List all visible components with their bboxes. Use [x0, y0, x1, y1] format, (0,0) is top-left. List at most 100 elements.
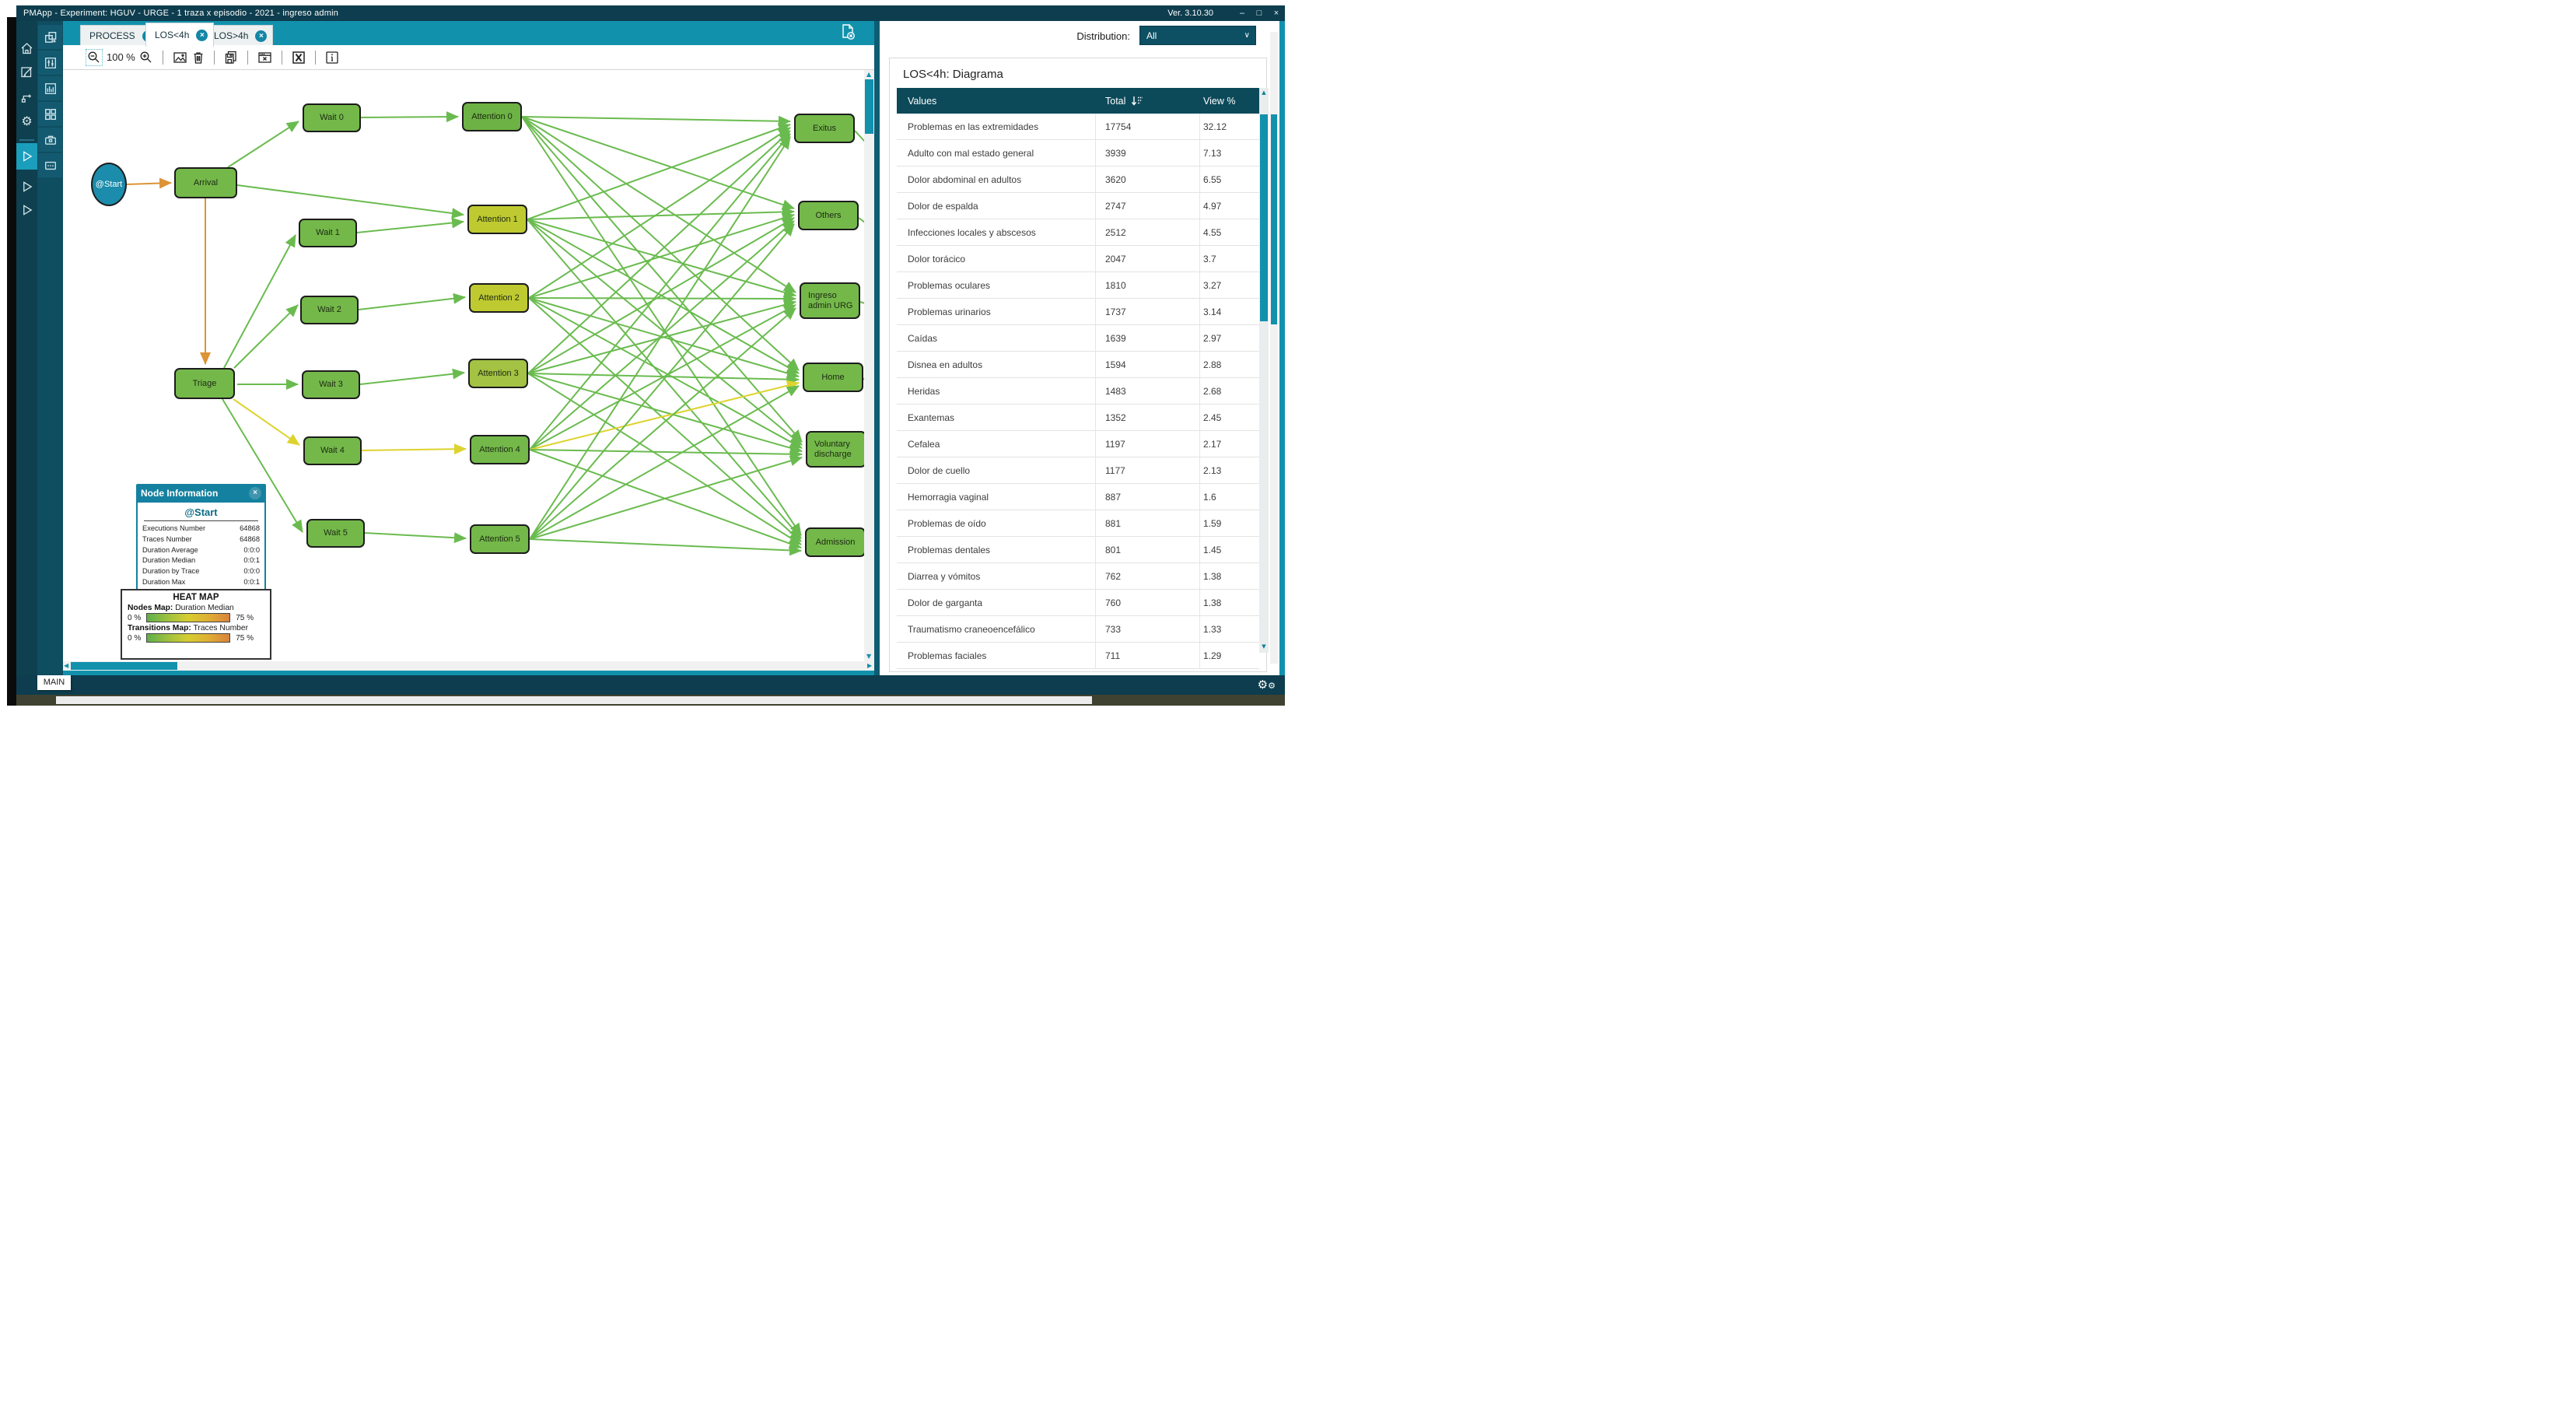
- dashboard-grid-icon[interactable]: [38, 102, 62, 126]
- node-attention4[interactable]: Attention 4: [470, 435, 530, 464]
- distribution-select[interactable]: All ∨: [1139, 26, 1256, 45]
- scroll-up-icon[interactable]: ▲: [866, 71, 872, 78]
- run-icon-3[interactable]: [16, 200, 37, 220]
- diagram-vertical-scrollbar[interactable]: ▲ ▼: [864, 70, 874, 661]
- node-information-header[interactable]: Node Information ×: [136, 484, 266, 503]
- tab-los-gt-4h[interactable]: LOS>4h ×: [205, 25, 274, 46]
- node-start[interactable]: @Start: [91, 163, 127, 206]
- node-attention0[interactable]: Attention 0: [462, 102, 522, 131]
- node-wait2[interactable]: Wait 2: [300, 296, 359, 324]
- node-exitus[interactable]: Exitus: [794, 114, 855, 143]
- edit-icon[interactable]: [16, 61, 37, 82]
- node-ingreso[interactable]: Ingreso admin URG: [800, 282, 860, 319]
- maximize-button[interactable]: □: [1256, 9, 1262, 18]
- close-window-icon[interactable]: [257, 51, 272, 65]
- node-attention5[interactable]: Attention 5: [470, 524, 530, 554]
- info-icon[interactable]: [325, 51, 339, 65]
- run-icon-2[interactable]: [16, 177, 37, 197]
- vertical-scroll-thumb[interactable]: [865, 79, 873, 134]
- panel-vertical-scrollbar[interactable]: [1270, 32, 1278, 664]
- close-page-icon[interactable]: [840, 23, 857, 43]
- horizontal-scroll-thumb[interactable]: [71, 662, 177, 670]
- panel-divider[interactable]: [874, 21, 880, 675]
- node-wait0[interactable]: Wait 0: [303, 103, 361, 132]
- tab-close-icon[interactable]: ×: [255, 30, 268, 42]
- column-values[interactable]: Values: [908, 95, 937, 107]
- scroll-up-icon[interactable]: ▲: [1262, 89, 1266, 96]
- minimize-button[interactable]: –: [1239, 9, 1245, 18]
- settings-gear-icon[interactable]: ⚙: [21, 114, 33, 128]
- scroll-right-icon[interactable]: ▶: [867, 662, 873, 669]
- close-button[interactable]: ×: [1273, 9, 1279, 18]
- node-attention1[interactable]: Attention 1: [467, 205, 527, 234]
- main-sheet-tab[interactable]: MAIN: [37, 675, 71, 690]
- scroll-down-icon[interactable]: ▼: [1262, 643, 1266, 650]
- gear-icon-small[interactable]: ⚙: [1268, 681, 1276, 691]
- run-icon-active[interactable]: [16, 143, 37, 170]
- copy-save-icon[interactable]: [224, 51, 238, 65]
- tab-los-lt-4h[interactable]: LOS<4h ×: [145, 23, 215, 47]
- diagram-horizontal-scrollbar[interactable]: ◀ ▶: [63, 661, 874, 671]
- node-others[interactable]: Others: [798, 201, 859, 230]
- node-home[interactable]: Home: [803, 363, 863, 392]
- scroll-down-icon[interactable]: ▼: [866, 653, 872, 660]
- node-admission[interactable]: Admission: [805, 527, 864, 557]
- filters-sliders-icon[interactable]: [38, 51, 62, 75]
- settings-gears[interactable]: ⚙⚙: [1258, 677, 1276, 692]
- node-attention2[interactable]: Attention 2: [469, 283, 529, 313]
- more-options-icon[interactable]: [38, 153, 62, 177]
- node-wait4[interactable]: Wait 4: [303, 436, 362, 465]
- process-view-icon[interactable]: [38, 25, 62, 49]
- clear-x-icon[interactable]: [292, 51, 306, 65]
- gear-icon[interactable]: ⚙: [1257, 678, 1269, 692]
- node-wait1[interactable]: Wait 1: [299, 219, 357, 247]
- node-triage[interactable]: Triage: [174, 368, 235, 399]
- column-total[interactable]: Total: [1096, 96, 1200, 107]
- home-icon[interactable]: [16, 38, 37, 58]
- table-vertical-scrollbar[interactable]: ▲ ▼: [1259, 88, 1269, 653]
- delete-icon[interactable]: [192, 51, 205, 65]
- node-wait5[interactable]: Wait 5: [306, 519, 365, 548]
- zoom-in-icon[interactable]: [139, 51, 153, 65]
- node-voluntary[interactable]: Voluntary discharge: [806, 431, 864, 468]
- zoom-out-icon[interactable]: [86, 48, 103, 66]
- scroll-left-icon[interactable]: ◀: [64, 662, 69, 669]
- node-wait3[interactable]: Wait 3: [302, 370, 360, 399]
- export-image-icon[interactable]: [173, 51, 187, 65]
- chart-icon[interactable]: [38, 76, 62, 100]
- column-view-pct[interactable]: View %: [1203, 95, 1236, 107]
- panel-vscroll-thumb[interactable]: [1271, 114, 1277, 324]
- desktop-edge: [7, 17, 16, 706]
- node-arrival[interactable]: Arrival: [174, 167, 237, 198]
- panel-close-icon[interactable]: ×: [249, 487, 261, 499]
- add-trace-icon[interactable]: [16, 86, 37, 107]
- toolbox-icon[interactable]: [38, 128, 62, 152]
- node-attention3[interactable]: Attention 3: [468, 359, 528, 388]
- tab-close-icon[interactable]: ×: [196, 29, 208, 41]
- table-vscroll-thumb[interactable]: [1260, 114, 1268, 321]
